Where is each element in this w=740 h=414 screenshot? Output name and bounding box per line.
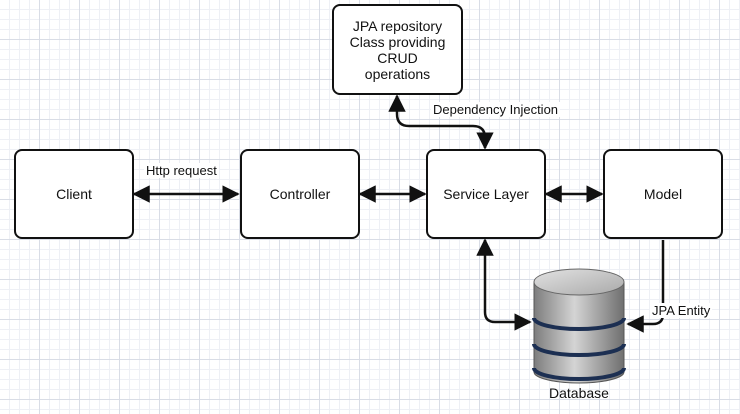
repository-node: JPA repository Class providing CRUD oper… xyxy=(332,4,463,95)
edge-service-database xyxy=(476,238,532,331)
http-request-label: Http request xyxy=(144,163,219,178)
dependency-injection-label: Dependency Injection xyxy=(431,102,561,117)
database-icon xyxy=(532,268,626,384)
model-node: Model xyxy=(603,149,723,239)
database-label: Database xyxy=(549,385,609,401)
jpa-entity-label: JPA Entity xyxy=(650,303,713,318)
client-node: Client xyxy=(14,149,134,239)
edge-repository-service xyxy=(388,94,494,150)
controller-node: Controller xyxy=(240,149,360,239)
service-layer-node: Service Layer xyxy=(426,149,546,239)
